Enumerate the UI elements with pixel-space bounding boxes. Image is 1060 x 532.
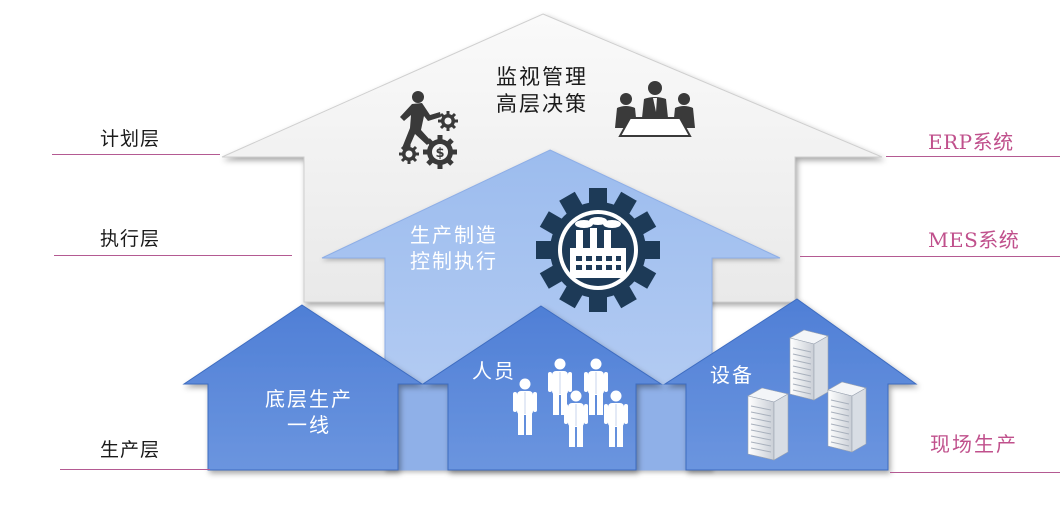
server-rack — [789, 329, 829, 401]
equipment-block-label: 设备 — [710, 363, 754, 387]
runner-money-gears-icon: $ — [399, 91, 458, 169]
frontline-line1: 底层生产 — [265, 387, 353, 411]
middle-block-line2: 控制执行 — [410, 249, 498, 273]
person-figure — [548, 358, 572, 415]
separator-plan-right — [886, 156, 1060, 157]
person-figure — [513, 378, 537, 435]
prod-layer-label: 生产层 — [100, 439, 161, 461]
person-figure — [564, 390, 588, 447]
field-production-label: 现场生产 — [930, 432, 1018, 456]
separator-prod-left — [60, 469, 210, 470]
plan-layer-label: 计划层 — [100, 128, 161, 150]
people-block-label: 人员 — [472, 359, 516, 383]
top-block-title: 监视管理 高层决策 — [472, 64, 612, 118]
top-block-line1: 监视管理 — [496, 65, 588, 89]
erp-system-label: ERP系统 — [928, 130, 1014, 154]
server-rack-icon — [747, 329, 867, 461]
middle-block-title: 生产制造 控制执行 — [388, 222, 520, 274]
mes-system-label: MES系统 — [928, 228, 1020, 252]
server-rack — [747, 387, 789, 461]
person-figure — [584, 358, 608, 415]
connector-right — [636, 384, 686, 470]
frontline-block-title: 底层生产 一线 — [244, 386, 374, 438]
separator-exec-right — [800, 256, 1060, 257]
separator-prod-right — [890, 472, 1060, 473]
frontline-line2: 一线 — [287, 413, 331, 437]
meeting-people-icon — [615, 81, 695, 137]
person-figure — [604, 390, 628, 447]
center-house-shape — [421, 305, 663, 471]
separator-exec-left — [54, 255, 292, 256]
separator-plan-left — [52, 154, 220, 155]
top-block-line2: 高层决策 — [496, 92, 588, 116]
factory-gear-icon — [536, 188, 660, 312]
left-house-shape — [182, 304, 424, 471]
exec-layer-label: 执行层 — [100, 228, 161, 250]
connector-left — [398, 384, 448, 470]
people-group-icon — [513, 358, 628, 447]
middle-block-line1: 生产制造 — [410, 223, 498, 247]
server-rack — [827, 381, 867, 453]
svg-text:$: $ — [435, 146, 444, 161]
